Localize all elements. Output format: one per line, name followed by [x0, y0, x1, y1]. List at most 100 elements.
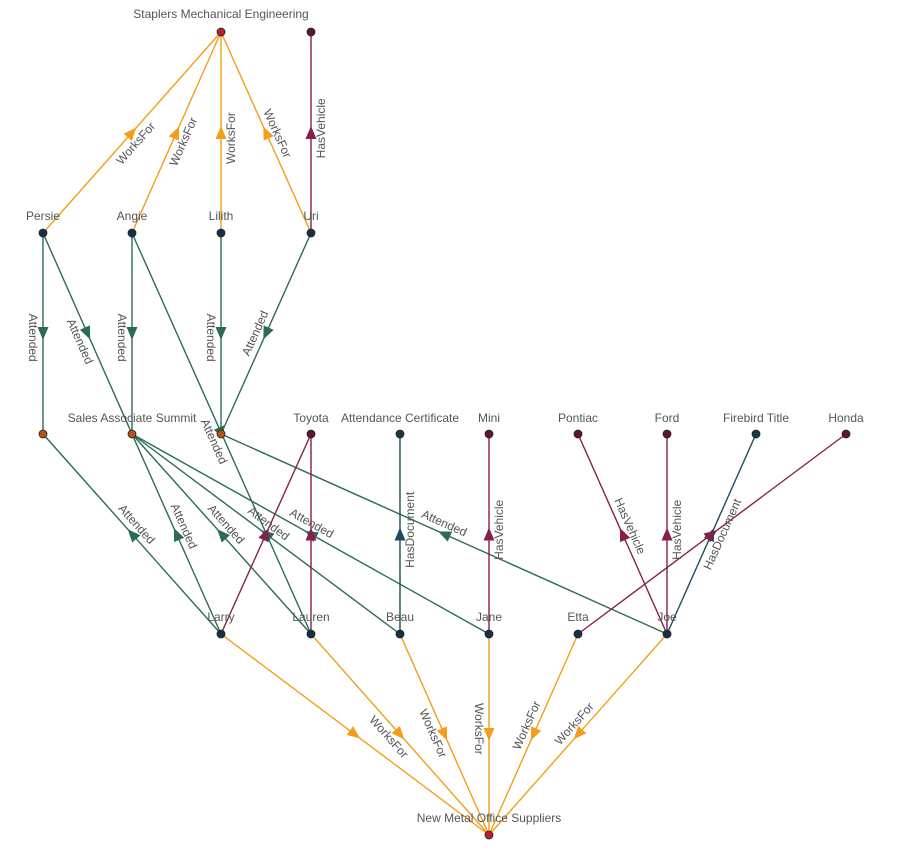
node-dot[interactable]	[38, 429, 48, 439]
node-label: New Metal Office Suppliers	[417, 811, 562, 825]
node-label: Mini	[478, 411, 500, 425]
node-dot[interactable]	[841, 429, 851, 439]
node-dot[interactable]	[573, 429, 583, 439]
node-dot[interactable]	[306, 228, 316, 238]
node-label: Attendance Certificate	[341, 411, 459, 425]
arrowhead-icon	[661, 527, 673, 541]
node-dot[interactable]	[395, 429, 405, 439]
node-mini[interactable]: Mini	[478, 411, 500, 439]
node-etta[interactable]: Etta	[567, 610, 589, 639]
node-persie[interactable]: Persie	[26, 209, 60, 238]
node-dot[interactable]	[127, 228, 137, 238]
node-summit[interactable]: Sales Associate Summit	[68, 411, 197, 439]
edge-lauren-summit	[131, 433, 312, 635]
node-label: Toyota	[293, 411, 329, 425]
node-firebird[interactable]: Firebird Title	[723, 411, 789, 439]
node-dot[interactable]	[573, 629, 583, 639]
edge-lauren-newmetal	[310, 633, 490, 836]
node-label: Lauren	[292, 610, 329, 624]
node-dot[interactable]	[484, 830, 494, 840]
edge-label: HasVehicle	[611, 496, 648, 557]
arrowhead-icon	[305, 527, 317, 541]
edge-label: Attended	[26, 314, 40, 362]
node-jane[interactable]: Jane	[476, 610, 502, 639]
arrowhead-icon	[305, 126, 317, 139]
node-ford[interactable]: Ford	[655, 411, 680, 439]
edge-label: WorksFor	[472, 703, 486, 755]
node-label: Joe	[657, 610, 677, 624]
node-honda[interactable]: Honda	[828, 411, 864, 439]
edge-persie-summit	[42, 232, 133, 435]
node-dot[interactable]	[216, 429, 226, 439]
arrowhead-icon	[258, 528, 269, 543]
edge-angie-staplers	[131, 31, 222, 234]
edge-label: HasVehicle	[314, 98, 328, 158]
edge-larry-toyota	[220, 433, 312, 635]
node-event1[interactable]	[38, 429, 48, 439]
node-label: Firebird Title	[723, 411, 789, 425]
arrowhead-icon	[79, 325, 91, 340]
node-dot[interactable]	[216, 27, 226, 37]
node-uri[interactable]: Uri	[303, 209, 319, 238]
node-dot[interactable]	[216, 629, 226, 639]
node-staplers[interactable]: Staplers Mechanical Engineering	[133, 7, 309, 37]
node-label: Etta	[567, 610, 589, 624]
node-certificate[interactable]: Attendance Certificate	[341, 411, 459, 439]
node-dot[interactable]	[127, 429, 137, 439]
node-dot[interactable]	[662, 629, 672, 639]
arrowhead-icon	[436, 726, 448, 741]
node-beau[interactable]: Beau	[386, 610, 414, 639]
edges-layer	[37, 31, 847, 836]
arrowhead-icon	[173, 528, 185, 543]
edge-lilith-event3	[215, 233, 227, 434]
edge-larry-newmetal	[220, 633, 490, 836]
node-toyota[interactable]: Toyota	[293, 411, 329, 439]
node-dot[interactable]	[662, 429, 672, 439]
node-label: Beau	[386, 610, 414, 624]
arrowhead-icon	[391, 725, 405, 740]
node-event3[interactable]	[216, 429, 226, 439]
node-dot[interactable]	[395, 629, 405, 639]
edge-joe-pontiac	[577, 433, 668, 635]
edge-label: WorksFor	[224, 112, 238, 164]
node-dot[interactable]	[306, 629, 316, 639]
edge-label: WorksFor	[113, 119, 158, 167]
arrowhead-icon	[483, 728, 495, 741]
arrowhead-icon	[127, 529, 141, 543]
node-lauren[interactable]: Lauren	[292, 610, 330, 639]
node-dot[interactable]	[306, 27, 316, 37]
node-label: Pontiac	[558, 411, 598, 425]
node-lilith[interactable]: Lilith	[209, 209, 234, 238]
edge-uri-staplers	[220, 31, 312, 234]
edge-lilith-staplers	[215, 32, 227, 233]
edge-jane-newmetal	[483, 634, 495, 835]
arrowhead-icon	[346, 726, 361, 739]
node-label: Larry	[207, 610, 234, 624]
node-newmetal[interactable]: New Metal Office Suppliers	[417, 811, 562, 840]
node-dot[interactable]	[751, 429, 761, 439]
arrowhead-icon	[263, 126, 274, 141]
arrowhead-icon	[573, 725, 587, 740]
edge-label: HasVehicle	[670, 499, 684, 559]
node-dot[interactable]	[484, 629, 494, 639]
arrowhead-icon	[703, 530, 718, 543]
node-larry[interactable]: Larry	[207, 610, 235, 639]
arrowhead-icon	[215, 126, 227, 139]
node-dot[interactable]	[484, 429, 494, 439]
edge-label: HasDocument	[403, 491, 417, 568]
arrowhead-icon	[483, 527, 495, 541]
arrowhead-icon	[263, 325, 274, 340]
arrowhead-icon	[438, 531, 453, 542]
node-label: Lilith	[209, 209, 234, 223]
edge-label: WorksFor	[510, 699, 544, 752]
node-dot[interactable]	[306, 429, 316, 439]
node-uri_top[interactable]	[306, 27, 316, 37]
node-pontiac[interactable]: Pontiac	[558, 411, 598, 439]
node-dot[interactable]	[38, 228, 48, 238]
node-dot[interactable]	[216, 228, 226, 238]
node-angie[interactable]: Angie	[117, 209, 148, 238]
node-joe[interactable]: Joe	[657, 610, 677, 639]
node-label: Uri	[303, 209, 318, 223]
